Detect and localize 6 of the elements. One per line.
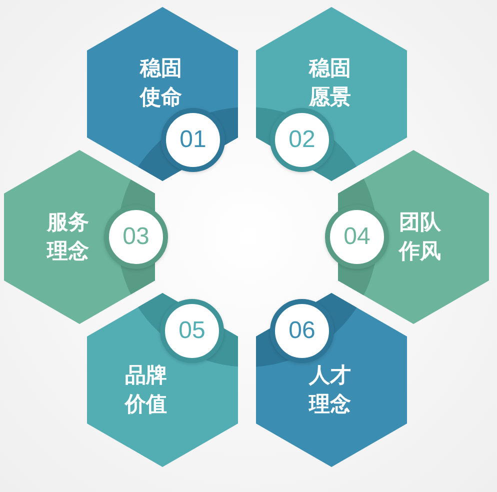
hexagon-label: 品牌价值 (123, 363, 168, 418)
hexagon-label: 稳固愿景 (308, 56, 352, 111)
hexagon-label: 团队作风 (397, 210, 442, 265)
hexagon-label: 稳固使命 (138, 56, 183, 111)
hexagon-label: 服务理念 (46, 210, 90, 265)
hexagon-label: 人才理念 (308, 363, 352, 418)
